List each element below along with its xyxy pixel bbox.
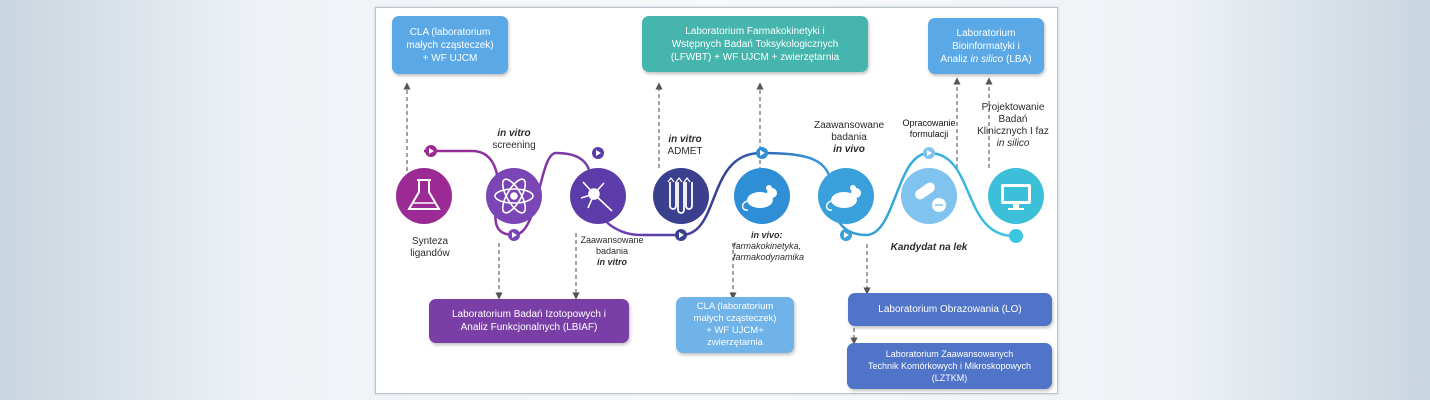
mouse-icon — [741, 185, 777, 211]
cla-bottom-line2: małych cząsteczek) — [693, 313, 777, 324]
lba-line3: Analiz in silico (LBA) — [940, 53, 1032, 65]
label-invitro-screening: in vitro screening — [492, 128, 536, 151]
flask-icon — [407, 179, 441, 210]
lztkm-line2: Technik Komórkowych i Mikroskopowych — [867, 361, 1032, 371]
lo-line1: Laboratorium Obrazowania (LO) — [878, 304, 1022, 315]
lztkm-line1: Laboratorium Zaawansowanych — [885, 349, 1014, 359]
label-invitro-admet: in vitro ADMET — [667, 134, 703, 157]
atom-icon — [494, 178, 534, 214]
cla-top-line3: + WF UJCM — [422, 52, 478, 64]
label-zaaw-invitro: Zaawansowane badania in vitro — [580, 235, 644, 267]
label-synteza: Synteza ligandów — [410, 236, 450, 259]
lztkm-box: Laboratorium Zaawansowanych Technik Komó… — [847, 343, 1052, 389]
lo-box: Laboratorium Obrazowania (LO) — [848, 293, 1052, 326]
cla-top-line2: małych cząsteczek) — [406, 39, 494, 51]
cla-top-line1: CLA (laboratorium — [409, 26, 491, 38]
label-opracowanie: Opracowanie formulacji — [902, 118, 956, 139]
mouse-icon — [825, 185, 861, 211]
lba-box: Laboratorium Bioinformatyki i Analiz in … — [928, 18, 1044, 74]
test-tubes-icon — [667, 177, 693, 214]
step-mouse-pk — [734, 168, 790, 224]
pills-icon — [915, 182, 946, 212]
lba-line2: Bioinformatyki i — [952, 40, 1020, 52]
step-flask — [396, 168, 452, 224]
cla-bottom-line3: + WF UJCM+ — [706, 325, 764, 336]
cla-bottom-line4: zwierzętarnia — [707, 337, 763, 348]
diagram-frame: CLA (laboratorium małych cząsteczek) + W… — [375, 7, 1058, 394]
process-diagram — [396, 77, 1044, 345]
step-atom — [486, 168, 542, 224]
label-kandydat: Kandydat na lek — [890, 242, 968, 253]
lztkm-line3: (LZTKM) — [931, 373, 968, 383]
lbiaf-line2: Analiz Funkcjonalnych (LBIAF) — [460, 322, 598, 333]
lfwbt-line3: (LFWBT) + WF UJCM + zwierzętarnia — [670, 51, 840, 63]
cla-top-box: CLA (laboratorium małych cząsteczek) + W… — [392, 16, 508, 74]
lba-line1: Laboratorium — [956, 27, 1016, 39]
step-monitor — [988, 168, 1044, 224]
step-test-tubes — [653, 168, 709, 224]
label-invivo-pk: in vivo: farmakokinetyka, farmakodynamik… — [733, 230, 805, 262]
step-neuron — [570, 168, 626, 224]
lbiaf-line1: Laboratorium Badań Izotopowych i — [452, 309, 606, 320]
lfwbt-line1: Laboratorium Farmakokinetyki i — [685, 25, 825, 37]
cla-bottom-line1: CLA (laboratorium — [696, 301, 774, 312]
label-zaaw-invivo: Zaawansowane badania in vivo — [813, 120, 885, 155]
dashed-connectors — [403, 77, 993, 345]
lfwbt-box: Laboratorium Farmakokinetyki i Wstępnych… — [642, 16, 868, 72]
label-projektowanie: Projektowanie Badań Klinicznych I faz in… — [977, 102, 1049, 149]
cla-bottom-box: CLA (laboratorium małych cząsteczek) + W… — [676, 297, 794, 353]
lfwbt-line2: Wstępnych Badań Toksykologicznych — [671, 38, 839, 50]
step-pills — [901, 168, 957, 224]
neuron-icon — [580, 181, 613, 212]
monitor-icon — [1001, 184, 1031, 210]
play-markers — [425, 145, 1023, 243]
step-mouse-invivo — [818, 168, 874, 224]
lbiaf-box: Laboratorium Badań Izotopowych i Analiz … — [429, 299, 629, 343]
